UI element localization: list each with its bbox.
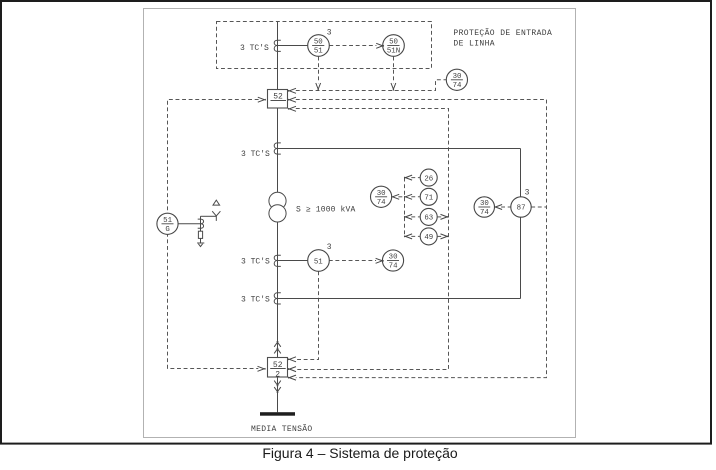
svg-text:30: 30 [377, 190, 386, 198]
svg-text:87: 87 [517, 205, 526, 213]
svg-text:74: 74 [377, 199, 386, 207]
svg-text:74: 74 [453, 82, 462, 90]
svg-text:26: 26 [424, 175, 433, 183]
svg-text:3 TC'S: 3 TC'S [241, 258, 270, 267]
svg-text:3: 3 [327, 29, 332, 38]
svg-text:52: 52 [273, 361, 283, 370]
svg-text:71: 71 [424, 195, 433, 203]
svg-text:2: 2 [275, 371, 280, 380]
svg-text:51: 51 [163, 217, 172, 225]
svg-text:51: 51 [314, 48, 323, 56]
svg-text:3: 3 [525, 189, 530, 198]
svg-text:30: 30 [453, 73, 462, 81]
svg-text:PROTEÇÃO DE ENTRADA: PROTEÇÃO DE ENTRADA [453, 29, 552, 38]
svg-text:51: 51 [314, 258, 323, 266]
svg-text:30: 30 [480, 200, 489, 208]
svg-text:3: 3 [327, 243, 332, 252]
svg-text:74: 74 [480, 209, 489, 217]
svg-text:30: 30 [389, 254, 398, 262]
svg-text:DE LINHA: DE LINHA [453, 39, 495, 48]
svg-text:G: G [165, 226, 169, 234]
svg-text:63: 63 [424, 215, 433, 223]
svg-text:51N: 51N [387, 48, 400, 56]
svg-text:50: 50 [314, 39, 323, 47]
svg-text:3 TC'S: 3 TC'S [241, 150, 270, 159]
svg-text:3 TC'S: 3 TC'S [240, 44, 269, 53]
svg-text:52: 52 [273, 93, 283, 102]
svg-text:S ≥ 1000 kVA: S ≥ 1000 kVA [296, 205, 355, 214]
svg-text:3 TC'S: 3 TC'S [241, 295, 270, 304]
svg-text:50: 50 [389, 39, 398, 47]
svg-text:MEDIA TENSÃO: MEDIA TENSÃO [251, 425, 312, 434]
svg-text:Figura 4 – Sistema de proteção: Figura 4 – Sistema de proteção [262, 445, 458, 461]
svg-text:74: 74 [389, 263, 398, 271]
svg-text:49: 49 [424, 234, 433, 242]
